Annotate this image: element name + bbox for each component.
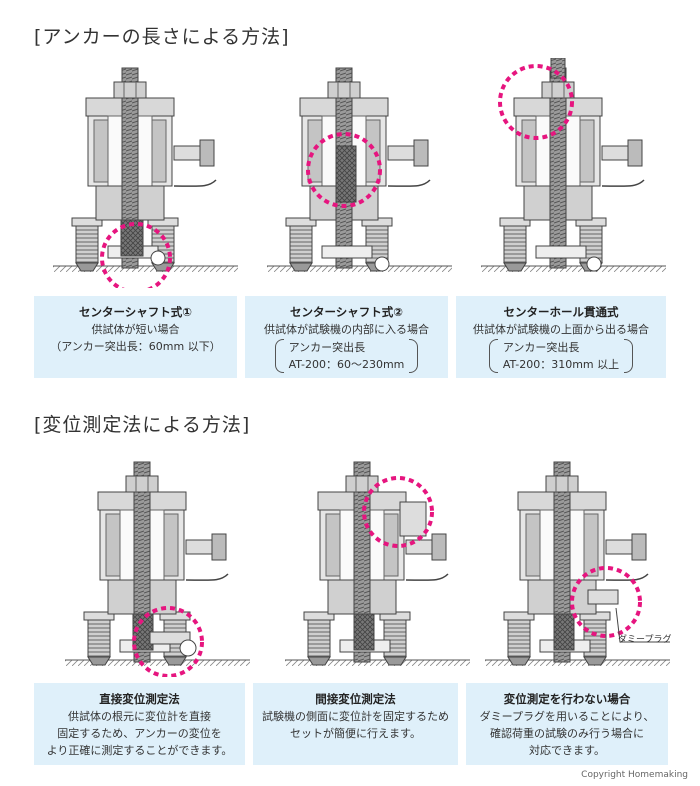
- caption-indirect-displacement: 間接変位測定法 試験機の側面に変位計を固定するため セットが簡便に行えます。: [253, 683, 458, 765]
- caption-title: センターシャフト式②: [289, 305, 403, 319]
- paren-block: アンカー突出長 AT-200：310mm 以上: [488, 339, 634, 373]
- caption-line: 試験機の側面に変位計を固定するため: [262, 710, 449, 723]
- caption-line: セットが簡便に行えます。: [290, 727, 421, 740]
- caption-center-hole: センターホール貫通式 供試体が試験機の上面から出る場合 アンカー突出長 AT-2…: [456, 296, 666, 378]
- caption-line: 供試体の根元に変位計を直接: [68, 710, 211, 723]
- caption-title: センターシャフト式①: [78, 305, 192, 319]
- caption-line: 供試体が試験機の上面から出る場合: [473, 323, 649, 336]
- caption-title: 直接変位測定法: [99, 692, 180, 706]
- highlight-circle: [362, 476, 434, 548]
- figure-indirect-displacement: [284, 461, 470, 667]
- highlight-circle: [132, 606, 204, 677]
- highlight-circle: [100, 222, 172, 288]
- displacement-gauge: [399, 501, 427, 537]
- caption-line: 供試体が試験機の内部に入る場合: [264, 323, 429, 336]
- anchor-specimen: [335, 145, 357, 203]
- paren-block: アンカー突出長 AT-200：60～230mm: [274, 339, 419, 373]
- displacement-gauge: [149, 631, 191, 645]
- caption-direct-displacement: 直接変位測定法 供試体の根元に変位計を直接 固定するため、アンカーの変位を より…: [34, 683, 245, 765]
- caption-no-displacement: 変位測定を行わない場合 ダミープラグを用いることにより、 確認荷重の試験のみ行う…: [466, 683, 668, 765]
- leader-line: [615, 607, 621, 643]
- section-title-displacement: [変位測定法による方法]: [34, 414, 251, 436]
- caption-line: アンカー突出長: [502, 341, 580, 354]
- anchor-specimen: [553, 613, 575, 651]
- caption-line: 供試体が短い場合: [91, 323, 180, 336]
- dummy-plug-label: ダミープラグ: [618, 635, 672, 645]
- highlight-circle: [498, 64, 574, 140]
- figure-center-shaft-1: [52, 67, 238, 288]
- section-title-anchor-length: [アンカーの長さによる方法]: [34, 26, 290, 48]
- copyright-text: Copyright Homemaking: [581, 770, 688, 780]
- caption-line: AT-200：310mm 以上: [502, 358, 620, 371]
- caption-center-shaft-1: センターシャフト式① 供試体が短い場合 （アンカー突出長：60mm 以下）: [34, 296, 237, 378]
- caption-line: アンカー突出長: [288, 341, 366, 354]
- caption-center-shaft-2: センターシャフト式② 供試体が試験機の内部に入る場合 アンカー突出長 AT-20…: [245, 296, 448, 378]
- caption-line: 確認荷重の試験のみ行う場合に: [490, 727, 644, 740]
- figure-center-shaft-2: [266, 67, 452, 273]
- caption-title: センターホール貫通式: [503, 305, 619, 319]
- gauge-dial-icon: [150, 250, 166, 266]
- gauge-dial-icon: [374, 256, 390, 272]
- caption-line: AT-200：60～230mm: [288, 358, 405, 371]
- anchor-specimen: [120, 219, 144, 257]
- anchor-specimen: [353, 613, 375, 651]
- highlight-circle: [570, 566, 642, 638]
- caption-line: 固定するため、アンカーの変位を: [57, 727, 222, 740]
- dummy-plug: [587, 589, 619, 605]
- caption-line: （アンカー突出長：60mm 以下）: [50, 340, 221, 353]
- caption-title: 間接変位測定法: [315, 692, 396, 706]
- gauge-dial-icon: [179, 639, 197, 657]
- figure-center-hole: [480, 58, 667, 273]
- figure-direct-displacement: [64, 461, 250, 677]
- caption-line: ダミープラグを用いることにより、: [479, 710, 655, 723]
- highlight-circle: [306, 132, 382, 208]
- figure-no-displacement: [484, 461, 671, 667]
- gauge-dial-icon: [586, 256, 602, 272]
- caption-line: 対応できます。: [529, 744, 605, 757]
- caption-line: より正確に測定することができます。: [46, 744, 233, 757]
- caption-title: 変位測定を行わない場合: [503, 692, 631, 706]
